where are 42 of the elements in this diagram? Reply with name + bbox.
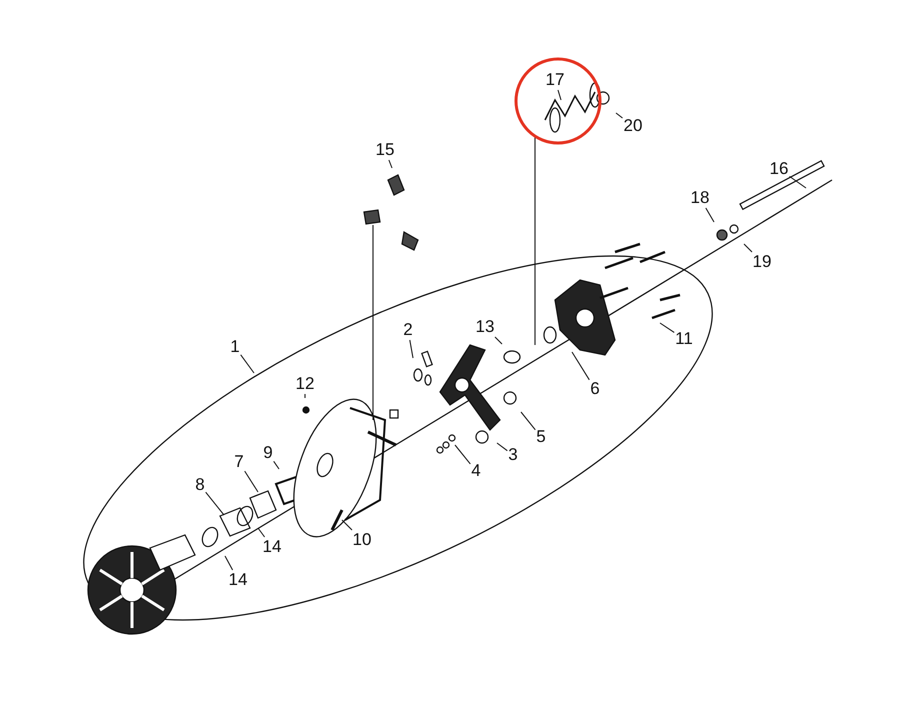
callout-number: 17	[546, 71, 564, 89]
callout-number: 16	[770, 160, 788, 178]
leader-line	[454, 444, 471, 464]
callout-number: 11	[675, 330, 693, 348]
callout-number: 14	[262, 538, 282, 556]
leader-line	[705, 208, 714, 222]
callout-number: 18	[690, 189, 710, 207]
callout-number: 8	[195, 476, 205, 494]
leader-line	[240, 354, 254, 374]
leader-line	[388, 160, 392, 168]
leader-line	[572, 352, 590, 380]
callout-number: 13	[476, 318, 494, 336]
leader-line	[409, 340, 414, 358]
callout-number: 1	[230, 338, 240, 356]
leader-line	[496, 442, 508, 452]
leader-line	[494, 336, 502, 344]
callout-number: 4	[471, 462, 481, 480]
leader-line	[304, 394, 306, 398]
leader-line	[660, 322, 675, 333]
leader-line	[258, 528, 266, 538]
callout-number: 19	[752, 253, 772, 271]
callout-number: 2	[403, 321, 413, 339]
leader-line	[244, 470, 258, 492]
leader-line	[789, 176, 806, 188]
leader-line	[558, 90, 562, 100]
callout-number: 9	[263, 444, 273, 462]
callout-number: 6	[590, 380, 600, 398]
leader-line	[520, 412, 536, 430]
leader-line	[273, 460, 280, 470]
callout-number: 12	[296, 375, 314, 393]
callout-number: 7	[234, 453, 244, 471]
callout-number: 3	[508, 446, 518, 464]
leader-line	[342, 520, 352, 530]
leader-line	[616, 112, 623, 118]
callout-number: 10	[352, 531, 372, 549]
leader-line	[224, 556, 234, 570]
leader-line	[744, 244, 752, 252]
callout-number: 20	[624, 117, 642, 135]
callout-number: 5	[536, 428, 546, 446]
callout-number: 15	[376, 141, 394, 159]
callout-number: 14	[228, 571, 248, 589]
leader-line	[205, 492, 224, 516]
